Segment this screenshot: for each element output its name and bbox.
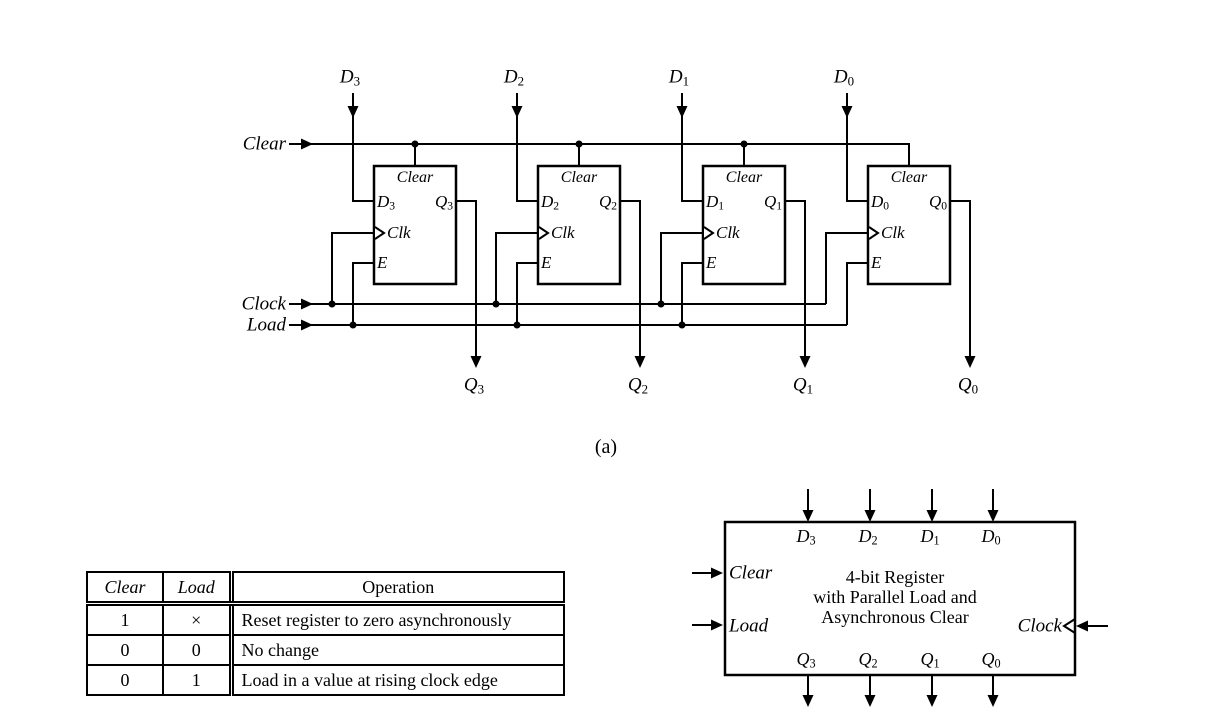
ff-box-1 [701,164,787,286]
ff-boxes [372,164,952,286]
block-d2-label: D2 [858,526,878,548]
block-q2-label: Q2 [858,649,878,671]
block-d0-label: D0 [981,526,1001,548]
ff-box-0 [866,164,952,286]
clk-edge-icon [703,226,715,240]
circuit-arrowheads [301,106,976,368]
block-title-line-1: 4-bit Register [845,567,945,587]
ff3-clear-pin-label: Clear [396,169,434,186]
ff0-q-pin-label: Q0 [928,192,947,213]
block-clock-edge-icon [1062,618,1076,634]
clear-net-wire [289,143,910,166]
block-title-line-3: Asynchronous Clear [821,607,969,627]
clear-signal-label: Clear [242,133,286,155]
table-row: 0 0 No change [86,634,565,666]
junction-dots [328,140,748,329]
block-arrowheads [711,510,1088,707]
ff1-enable-pin-label: E [706,253,717,272]
ff2-d-pin-label: D2 [541,192,560,213]
table-cell: No change [228,634,565,666]
block-q3-label: Q3 [796,649,816,671]
block-load-label: Load [729,615,769,637]
table-cell: × [162,602,232,636]
table-cell: 1 [86,602,164,636]
clk-edge-icon [374,226,386,240]
ff2-q-pin-label: Q2 [598,192,617,213]
table-cell: 0 [86,664,164,696]
d1-input-label: D1 [668,66,690,89]
clock-signal-label: Clock [241,293,286,315]
caption-a: (a) [594,436,618,458]
clk-edge-triangle-icons [374,226,880,240]
header-operation: Operation [228,571,565,606]
ff1-clk-pin-label: Clk [716,223,740,242]
block-wires [692,489,1108,696]
ff2-clk-pin-label: Clk [551,223,575,242]
load-signal-label: Load [246,314,286,336]
ff3-clk-pin-label: Clk [387,223,411,242]
ff1-d-pin-label: D1 [706,192,725,213]
table-row: 1 × Reset register to zero asynchronousl… [86,602,565,636]
circuit-wires [289,93,971,357]
ff0-clk-pin-label: Clk [881,223,905,242]
d2-input-label: D2 [503,66,525,89]
flipflop-1: Clear D1 Q1 Clk E [703,166,785,284]
ff3-d-pin-label: D3 [377,192,396,213]
d0-input-label: D0 [833,66,855,89]
ff1-q-pin-label: Q1 [763,192,782,213]
block-d3-label: D3 [796,526,816,548]
ff2-enable-pin-label: E [541,253,552,272]
table-header-row: Clear Load Operation [86,571,565,606]
block-q0-label: Q0 [981,649,1001,671]
block-clear-label: Clear [729,562,773,584]
table-cell: 0 [162,634,232,666]
clock-net-wire [289,232,868,305]
header-load: Load [162,571,232,606]
clk-edge-icon [868,226,880,240]
table-row: 0 1 Load in a value at rising clock edge [86,664,565,696]
ff-box-3 [372,164,458,286]
d3-input-label: D3 [339,66,361,89]
q1-output-label: Q1 [792,374,814,397]
d-input-wires [352,93,868,202]
ff-box-2 [536,164,622,286]
q0-output-label: Q0 [957,374,979,397]
ff2-clear-pin-label: Clear [560,169,598,186]
flipflop-3: Clear D3 Q3 Clk E [374,166,456,284]
q2-output-label: Q2 [627,374,649,397]
block-symbol-box [723,520,1077,677]
block-q1-label: Q1 [920,649,940,671]
ff0-d-pin-label: D0 [871,192,890,213]
ff0-clear-pin-label: Clear [890,169,928,186]
clk-edge-icon [538,226,550,240]
block-d1-label: D1 [920,526,940,548]
table-cell: Reset register to zero asynchronously [228,602,565,636]
ff0-enable-pin-label: E [871,253,882,272]
block-left-input-wires [692,572,712,626]
q-output-wires [456,200,971,357]
ff1-clear-pin-label: Clear [725,169,763,186]
block-bottom-output-wires [807,675,994,696]
ff3-enable-pin-label: E [377,253,388,272]
load-net-wire [289,262,868,326]
table-cell: 0 [86,634,164,666]
block-top-input-wires [807,489,994,512]
table-cell: 1 [162,664,232,696]
block-title-line-2: with Parallel Load and [813,587,977,607]
ff3-q-pin-label: Q3 [434,192,453,213]
truth-table: Clear Load Operation 1 × Reset register … [86,571,565,696]
flipflop-0: Clear D0 Q0 Clk E [868,166,950,284]
block-clock-label: Clock [1017,615,1062,637]
flipflop-2: Clear D2 Q2 Clk E [538,166,620,284]
q3-output-label: Q3 [463,374,485,397]
header-clear: Clear [86,571,164,606]
table-cell: Load in a value at rising clock edge [228,664,565,696]
